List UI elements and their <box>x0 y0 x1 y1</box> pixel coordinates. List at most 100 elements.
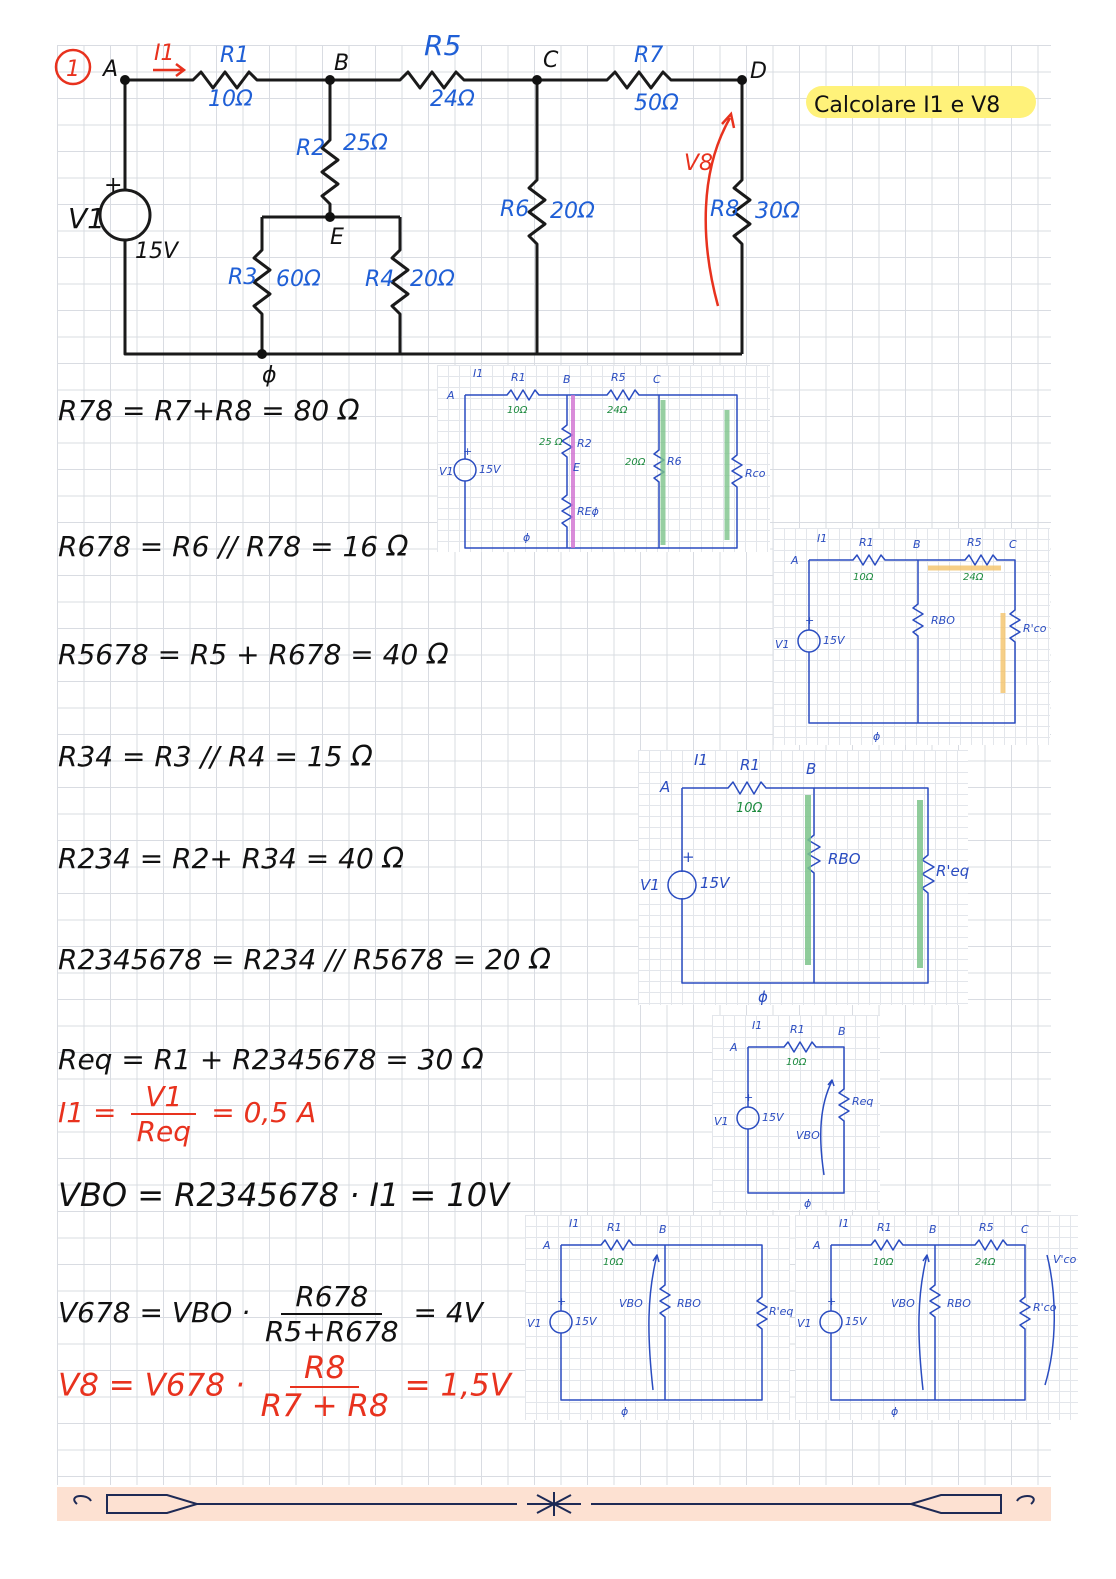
equation-r34: R34 = R3 // R4 = 15 Ω <box>58 740 373 773</box>
sc2-r5-value: 24Ω <box>963 572 984 583</box>
v8-numerator: R8 <box>290 1350 360 1388</box>
sc5-plus: + <box>557 1295 566 1308</box>
sc6-r1-value: 10Ω <box>873 1257 894 1268</box>
sc1-r5: R5 <box>611 371 626 384</box>
sc4-node-a: A <box>729 1041 738 1054</box>
sc6-node-c: C <box>1021 1223 1029 1236</box>
r1-value: 10Ω <box>208 87 253 112</box>
sc5-source: V1 <box>527 1317 542 1330</box>
sc1-node-b: B <box>563 373 571 386</box>
r1-name: R1 <box>220 43 249 68</box>
equation-vbo: VBO = R2345678 · I1 = 10V <box>58 1176 510 1214</box>
wire-left <box>123 80 742 356</box>
sc1-rco: Rco <box>745 467 766 480</box>
sc4-r1-value: 10Ω <box>786 1057 807 1068</box>
sc2-plus: + <box>805 614 814 627</box>
v678-numerator: R678 <box>281 1280 383 1315</box>
sc1-node-c: C <box>653 373 661 386</box>
sc1-plus: + <box>463 445 472 458</box>
sc4-source-value: 15V <box>762 1111 785 1124</box>
sc2-rco: R'co <box>1023 622 1047 635</box>
sc1-source-value: 15V <box>479 463 502 476</box>
sc6-vbo: VBO <box>891 1297 915 1310</box>
sc6-r5-value: 24Ω <box>975 1257 996 1268</box>
sc2-source: V1 <box>775 638 790 651</box>
wire-top <box>125 70 742 90</box>
sc6-current: I1 <box>839 1217 849 1230</box>
equation-req: Req = R1 + R2345678 = 30 Ω <box>58 1043 484 1076</box>
r7-name: R7 <box>634 43 663 68</box>
node-d: D <box>750 59 767 84</box>
node-c: C <box>543 48 559 73</box>
sc6-ground: ϕ <box>891 1405 898 1418</box>
sc3-r1: R1 <box>740 756 760 774</box>
source-label: V1 <box>68 202 105 235</box>
sc5-ground: ϕ <box>621 1405 628 1418</box>
equation-r78: R78 = R7+R8 = 80 Ω <box>58 394 360 427</box>
r3-value: 60Ω <box>276 267 321 292</box>
sc3-current: I1 <box>694 751 708 769</box>
footer-ornament <box>57 1487 1051 1521</box>
v678-lhs: V678 = VBO · <box>58 1296 251 1329</box>
r3-name: R3 <box>228 265 257 290</box>
v8-lhs: V8 = V678 · <box>58 1367 245 1404</box>
source-plus: + <box>104 173 122 198</box>
sc5-r1-value: 10Ω <box>603 1257 624 1268</box>
r6-name: R6 <box>500 197 529 222</box>
voltage-source-icon <box>98 188 152 242</box>
resistor-r8 <box>732 80 752 354</box>
sc1-r1: R1 <box>511 371 526 384</box>
sc5-vbo: VBO <box>619 1297 643 1310</box>
resistor-r4 <box>390 217 410 354</box>
ornament-icon <box>73 1492 1035 1516</box>
sub-circuit-5: I1 A R1 10Ω B RBO R'eq V1 15V VBO + ϕ <box>525 1215 793 1420</box>
v678-denominator: R5+R678 <box>264 1315 399 1348</box>
sc3-ground: ϕ <box>758 988 768 1006</box>
task-text: Calcolare I1 e V8 <box>814 93 1000 118</box>
sc6-source: V1 <box>797 1317 812 1330</box>
sc3-node-b: B <box>806 760 816 778</box>
sc2-node-a: A <box>790 554 799 567</box>
sc1-node-e: E <box>573 461 580 474</box>
node-b: B <box>334 51 349 76</box>
sc1-ground: ϕ <box>523 531 530 544</box>
sc4-current: I1 <box>752 1019 762 1032</box>
sc1-r2-value: 25 Ω <box>539 437 563 448</box>
v8-label: V8 <box>684 151 713 176</box>
sc5-req: R'eq <box>769 1305 793 1318</box>
sc4-plus: + <box>744 1091 753 1104</box>
r4-name: R4 <box>365 267 394 292</box>
current-arrow-icon <box>153 63 187 77</box>
equation-r234: R234 = R2+ R34 = 40 Ω <box>58 842 405 875</box>
v8-result: = 1,5V <box>404 1367 511 1404</box>
sc3-r1-value: 10Ω <box>736 801 763 816</box>
sc6-plus: + <box>827 1295 836 1308</box>
v8-denominator: R7 + R8 <box>260 1388 389 1424</box>
sc4-r1: R1 <box>790 1023 805 1036</box>
task-highlight <box>806 86 1036 118</box>
sub-circuit-1: I1 A R1 10Ω B R5 24Ω C 25 Ω R2 E REϕ 20Ω… <box>437 365 770 552</box>
equation-r2345678: R2345678 = R234 // R5678 = 20 Ω <box>58 943 551 976</box>
sc6-node-a: A <box>812 1239 821 1252</box>
sc1-r2: R2 <box>577 437 592 450</box>
i1-numerator: V1 <box>131 1080 197 1115</box>
sc1-source: V1 <box>439 465 454 478</box>
sc2-node-c: C <box>1009 538 1017 551</box>
sc6-rco: R'co <box>1033 1301 1057 1314</box>
sc5-rbo: RBO <box>677 1297 701 1310</box>
sc6-vco: V'co <box>1053 1253 1077 1266</box>
node-e: E <box>330 225 344 250</box>
sc6-source-value: 15V <box>845 1315 868 1328</box>
sc2-current: I1 <box>817 532 827 545</box>
sc5-current: I1 <box>569 1217 579 1230</box>
i1-denominator: Req <box>136 1115 192 1148</box>
sc3-source-value: 15V <box>700 874 731 892</box>
r5-value: 24Ω <box>430 87 475 112</box>
r8-name: R8 <box>710 197 739 222</box>
sc2-r1-value: 10Ω <box>853 572 874 583</box>
r5-name: R5 <box>424 29 461 62</box>
